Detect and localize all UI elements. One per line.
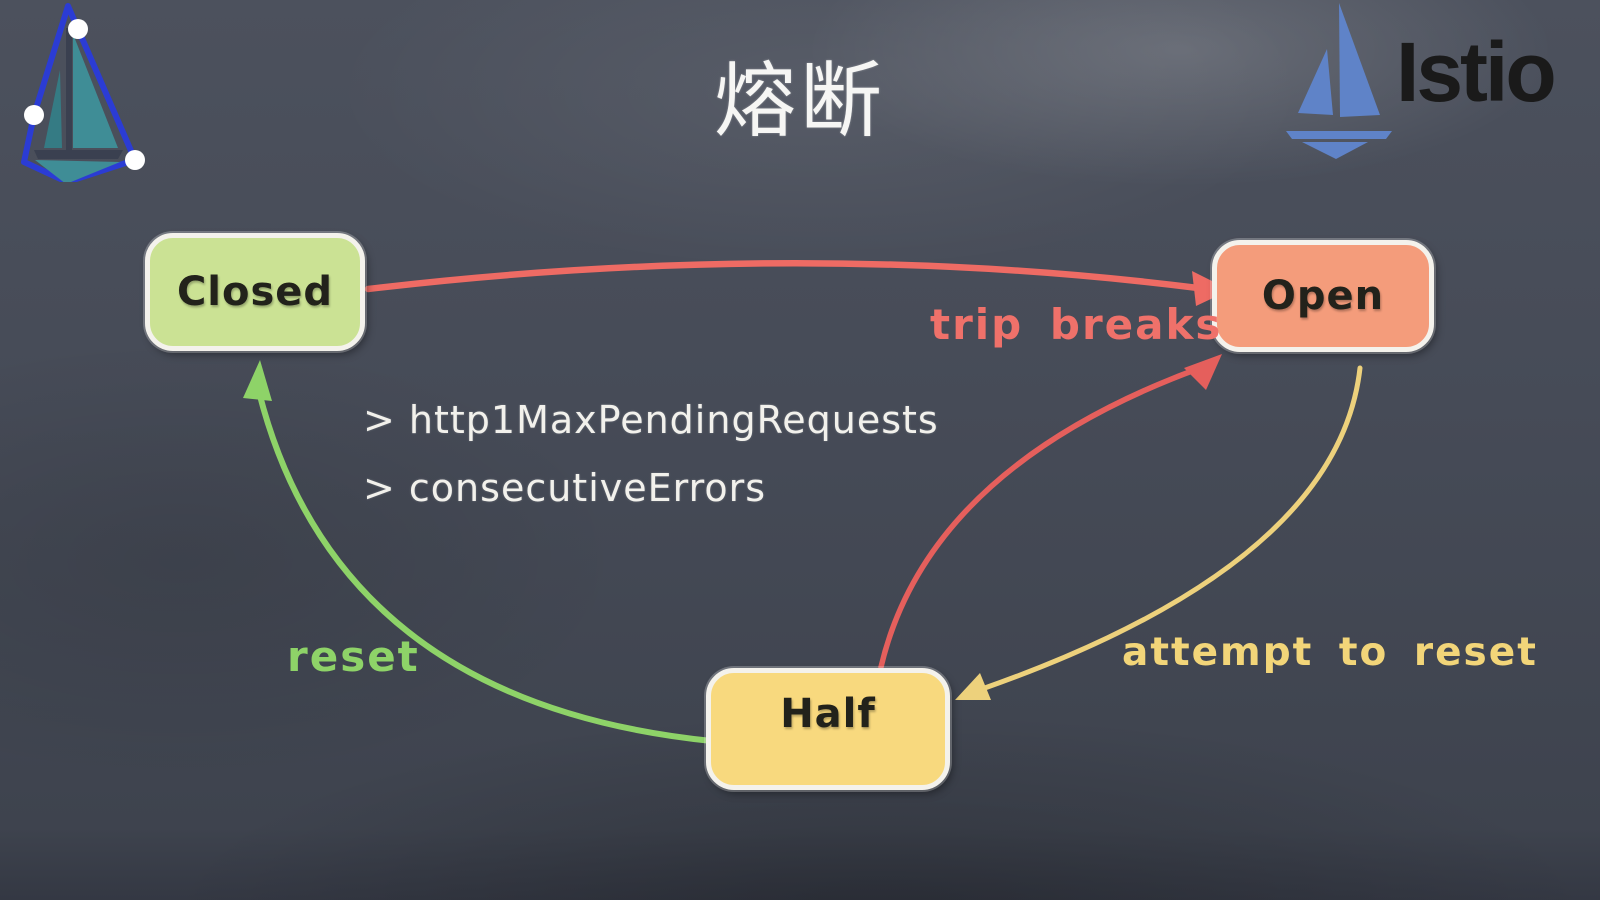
istio-hull (1286, 131, 1392, 139)
sketch-sailboat-logo-icon (21, 3, 145, 182)
transition-label-attempt-to-reset: attempt to reset (1122, 630, 1538, 675)
arrow-half-to-closed (256, 389, 715, 744)
arrowhead-half-to-closed (243, 360, 272, 401)
istio-wordmark: Istio (1396, 25, 1557, 119)
state-half-label: Half (780, 691, 876, 737)
istio-logo: Istio (1278, 0, 1600, 170)
istio-keel (1302, 142, 1368, 159)
arrow-half-to-open (878, 365, 1203, 670)
constellation-outline (21, 3, 138, 182)
transition-label-reset: reset (287, 632, 420, 681)
arrow-open-to-half (979, 365, 1363, 692)
hull-bar (34, 150, 123, 159)
state-half: Half (706, 668, 950, 790)
state-open-label: Open (1261, 273, 1385, 319)
small-sail (44, 70, 62, 148)
state-closed: Closed (145, 233, 365, 351)
transition-label-trip-breaks: trip breaks (930, 300, 1223, 349)
arrowhead-open-to-half (955, 673, 991, 700)
big-sail (73, 34, 118, 148)
arrow-closed-to-open (364, 260, 1202, 293)
state-open: Open (1212, 240, 1434, 352)
node-dot (125, 150, 145, 170)
note-line-consecutive-errors: > consecutiveErrors (363, 466, 767, 510)
node-dot (68, 19, 88, 39)
node-dot (24, 105, 44, 125)
config-notes: > http1MaxPendingRequests > consecutiveE… (363, 398, 939, 534)
arrowhead-half-to-open (1184, 354, 1222, 390)
mast (66, 28, 72, 152)
state-closed-label: Closed (176, 269, 334, 315)
istio-big-sail (1339, 3, 1380, 117)
istio-small-sail (1298, 49, 1333, 115)
istio-sailboat-icon (1286, 3, 1392, 159)
keel (35, 160, 120, 182)
slide-title: 熔断 (713, 54, 886, 149)
arrowhead-closed-to-open (1192, 271, 1230, 306)
note-line-http1-max-pending-requests: > http1MaxPendingRequests (363, 398, 939, 442)
